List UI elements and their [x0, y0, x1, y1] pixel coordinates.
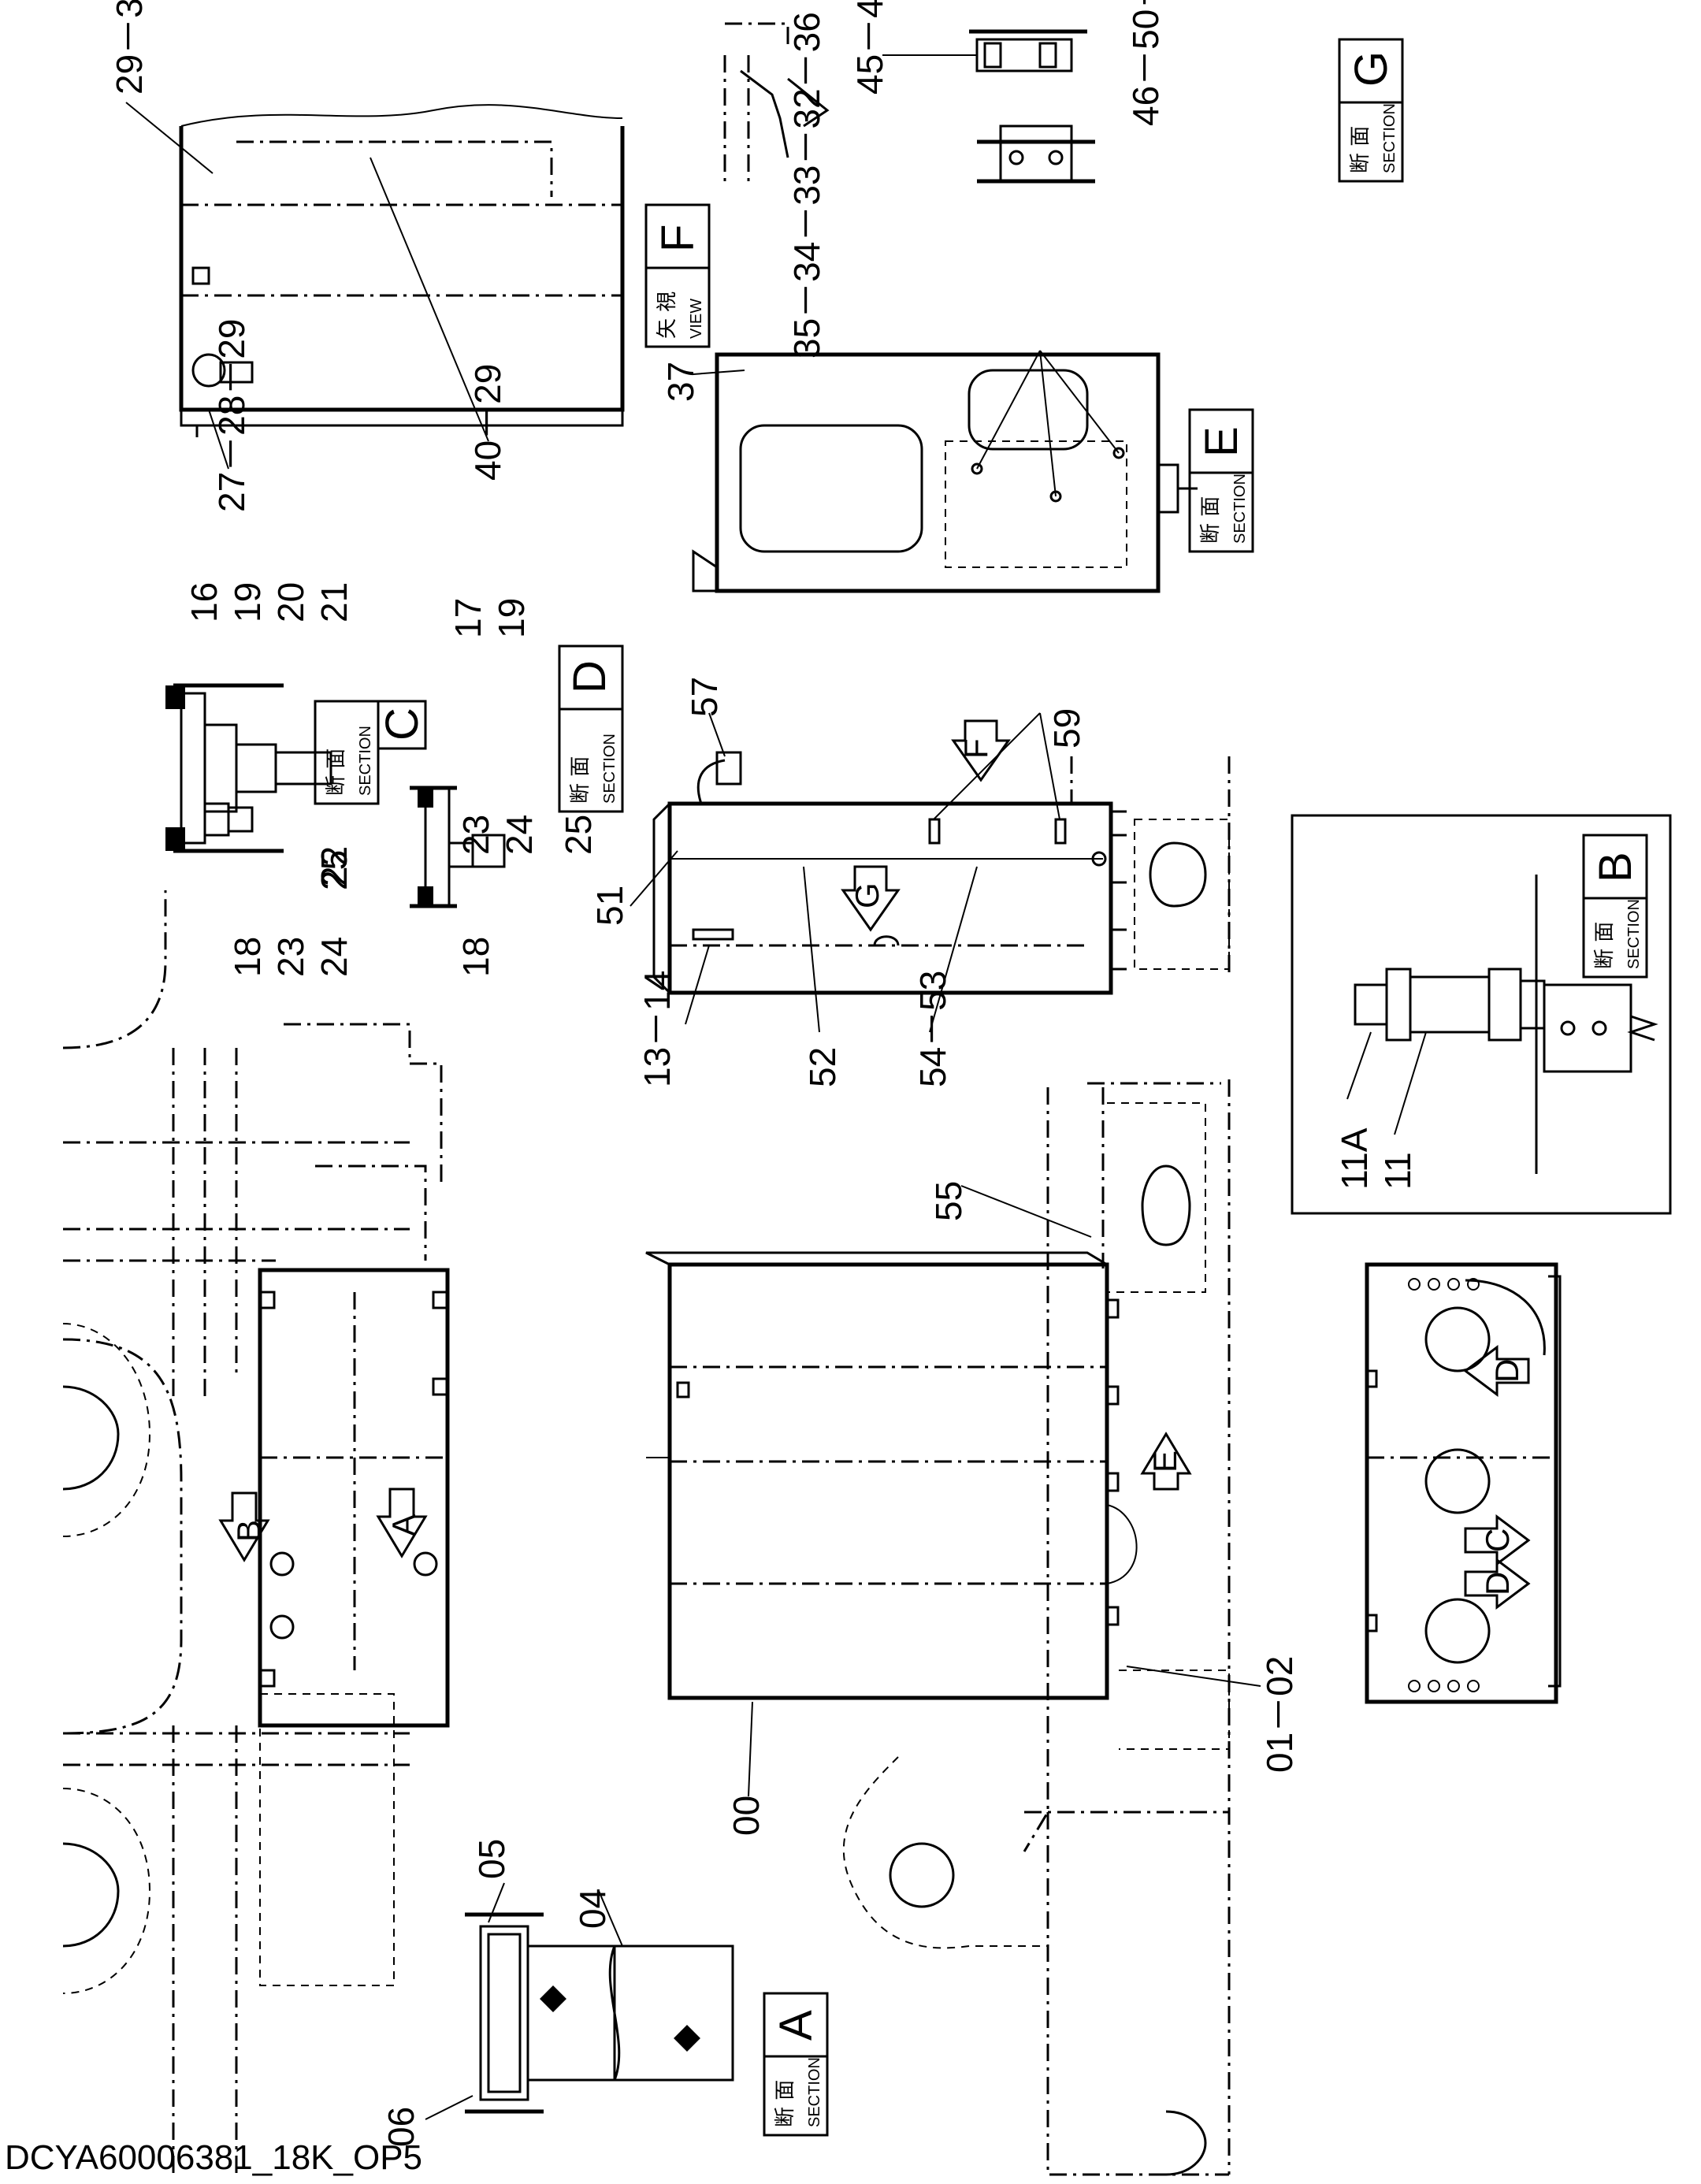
section-g-kanji: 断 面 — [1349, 126, 1372, 173]
label-18-d: 18 — [455, 937, 496, 977]
view-arrow-f: F — [951, 719, 1011, 782]
label-25-c: 25 — [314, 850, 355, 890]
section-g-letter: G — [1346, 51, 1397, 87]
section-c-detail — [165, 683, 332, 853]
section-c-kanji: 断 面 — [325, 748, 348, 796]
view-f-caption: VIEW — [688, 299, 705, 339]
section-g-title: 断 面 SECTION G — [1338, 38, 1404, 183]
section-a-title: 断 面 SECTION A — [763, 1992, 829, 2137]
view-f-kanji: 矢 視 — [656, 292, 679, 339]
label-57: 57 — [684, 677, 725, 717]
section-c-letter: C — [377, 708, 428, 741]
label-16: 16 — [184, 582, 225, 622]
section-e-title: 断 面 SECTION E — [1188, 408, 1254, 553]
view-arrow-b-letter: B — [230, 1520, 267, 1542]
section-d-caption: SECTION — [601, 734, 618, 804]
view-f-letter: F — [652, 225, 704, 252]
label-11: 11 — [1377, 1152, 1418, 1190]
label-27-28-29: 27－28－29 — [211, 319, 252, 513]
label-18-c: 18 — [227, 937, 268, 977]
view-arrow-d-top: D — [1463, 1345, 1530, 1397]
section-d-title: 断 面 SECTION D — [558, 644, 624, 813]
section-d-kanji: 断 面 — [569, 756, 592, 804]
label-25-d: 25 — [558, 815, 599, 855]
label-23-c: 23 — [270, 937, 311, 977]
label-24-c: 24 — [314, 937, 355, 977]
label-21: 21 — [314, 582, 355, 622]
label-13-14: 13－14 — [637, 971, 678, 1087]
section-e-letter: E — [1196, 426, 1247, 457]
section-b-caption: SECTION — [1625, 899, 1643, 969]
view-arrow-d-top-letter: D — [1488, 1359, 1525, 1383]
label-23-d: 23 — [455, 815, 496, 855]
fuel-tank-end-view — [652, 751, 1231, 995]
label-29-38: 29－38 — [109, 0, 150, 95]
label-22: 22 — [314, 846, 355, 886]
view-f-title: 矢 視 VIEW F — [644, 203, 711, 348]
label-19-c: 19 — [227, 582, 268, 622]
fuel-tank-top-view — [258, 1268, 450, 1728]
label-40-29: 40－29 — [467, 364, 508, 481]
section-c-caption: SECTION — [357, 726, 374, 796]
label-54-53: 54－53 — [912, 971, 953, 1087]
section-b-kanji: 断 面 — [1593, 922, 1617, 969]
section-g-caption: SECTION — [1381, 103, 1398, 173]
view-arrow-c-letter: C — [1479, 1528, 1516, 1552]
section-b-title: 断 面 SECTION B — [1582, 834, 1648, 979]
label-17: 17 — [448, 598, 488, 638]
view-arrow-g-letter: G — [849, 882, 886, 908]
document-id: DCYA60006381_18K_OP5 — [5, 2138, 423, 2177]
view-f-detail — [179, 104, 625, 437]
label-37: 37 — [660, 362, 701, 402]
view-arrow-d-bottom: D — [1464, 1558, 1531, 1610]
section-d-letter: D — [564, 660, 615, 693]
view-arrow-c: C — [1464, 1514, 1531, 1566]
label-19-d: 19 — [491, 598, 532, 638]
label-20: 20 — [270, 582, 311, 622]
label-59: 59 — [1046, 708, 1087, 748]
section-c-title: 断 面 SECTION C — [314, 700, 428, 805]
section-a-letter: A — [771, 2010, 822, 2041]
label-46-50-48-49: 46－50－48－49 — [1125, 0, 1166, 126]
label-35-36: 35－34－33－32－36 — [786, 12, 827, 358]
view-arrow-e-letter: E — [1146, 1450, 1183, 1473]
section-a-caption: SECTION — [806, 2057, 823, 2127]
label-55: 55 — [928, 1181, 969, 1221]
view-arrow-b: B — [218, 1491, 270, 1562]
label-51: 51 — [589, 886, 630, 926]
label-01-02: 01－02 — [1259, 1656, 1300, 1773]
view-arrow-a: A — [376, 1488, 428, 1558]
section-d-detail — [410, 786, 506, 908]
section-e-caption: SECTION — [1231, 474, 1249, 544]
section-e-detail — [692, 350, 1198, 593]
view-arrow-f-letter: F — [957, 738, 994, 759]
tank-end-cd-view — [1365, 1262, 1562, 1704]
section-b-box — [1291, 814, 1672, 1215]
label-05: 05 — [471, 1839, 512, 1879]
label-24-d: 24 — [499, 815, 540, 855]
section-a-detail — [465, 1912, 734, 2114]
fuel-tank-side-view — [645, 1251, 1138, 1700]
label-00: 00 — [726, 1796, 767, 1836]
section-a-kanji: 断 面 — [774, 2080, 797, 2127]
section-g-detail — [723, 22, 1095, 184]
label-11A: 11A — [1334, 1127, 1375, 1190]
label-06: 06 — [381, 2107, 422, 2147]
label-52: 52 — [802, 1047, 843, 1087]
frame-outline-center — [842, 1079, 1231, 2176]
swing-bearing-left — [62, 1323, 151, 1994]
label-45-43: 45－43 — [849, 0, 890, 95]
section-b-letter: B — [1590, 852, 1641, 882]
section-e-kanji: 断 面 — [1199, 496, 1223, 544]
view-arrow-g: G — [841, 865, 901, 932]
view-arrow-a-letter: A — [385, 1514, 422, 1536]
view-arrow-d-bottom-letter: D — [1479, 1572, 1516, 1595]
view-arrow-e: E — [1140, 1432, 1192, 1491]
frame-outline-left — [62, 890, 443, 2175]
